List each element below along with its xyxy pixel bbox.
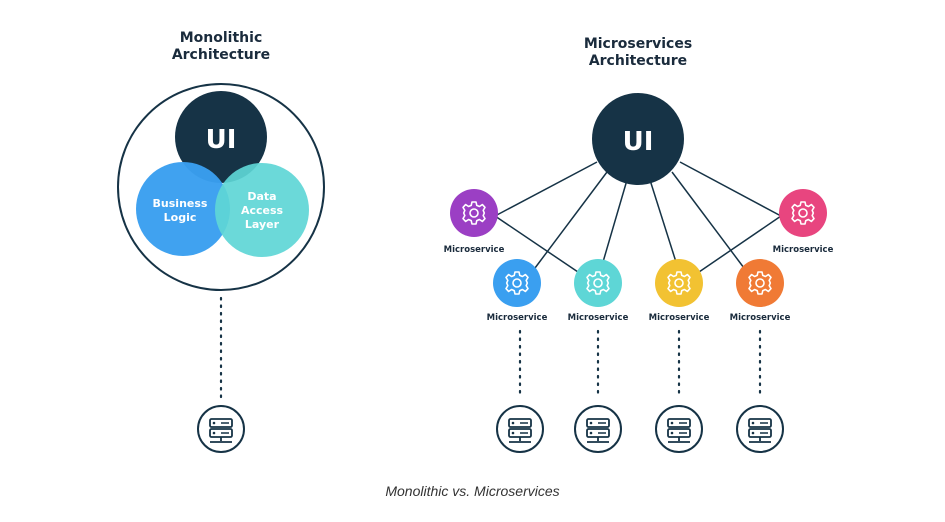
microservice-label-6: Microservice <box>730 313 791 323</box>
data-access-label-line2: Access <box>241 204 284 217</box>
micro-server-icon-4 <box>736 405 784 453</box>
data-access-label-line3: Layer <box>245 218 280 231</box>
data-access-label-line1: Data <box>247 190 276 203</box>
monolith-ui-circle <box>175 91 267 183</box>
microservice-node-1 <box>450 189 498 237</box>
micro-title-line2: Architecture <box>589 53 687 69</box>
microservice-node-3 <box>493 259 541 307</box>
microservice-node-5 <box>655 259 703 307</box>
microservice-node-4 <box>574 259 622 307</box>
micro-server-icon-3 <box>655 405 703 453</box>
microservice-label-2: Microservice <box>773 245 834 255</box>
micro-ui-circle <box>592 93 684 185</box>
microservice-node-6 <box>736 259 784 307</box>
micro-server-icon-2 <box>574 405 622 453</box>
figure-caption: Monolithic vs. Microservices <box>385 483 560 499</box>
microservice-label-3: Microservice <box>487 313 548 323</box>
monolith-boundary <box>117 83 325 291</box>
microservice-node-2 <box>779 189 827 237</box>
data-access-layer-circle <box>215 163 309 257</box>
microservice-label-1: Microservice <box>444 245 505 255</box>
monolith-title-line2: Architecture <box>172 47 270 63</box>
monolith-ui-label: UI <box>206 125 237 155</box>
micro-server-icon-1 <box>496 405 544 453</box>
microservice-label-5: Microservice <box>649 313 710 323</box>
micro-db-connectors <box>518 329 762 400</box>
business-logic-label-line1: Business <box>153 197 208 210</box>
micro-title-line1: Microservices <box>584 36 692 52</box>
micro-connectors <box>494 161 782 273</box>
monolith-title-line1: Monolithic <box>180 30 263 46</box>
monolith-server-icon <box>197 405 245 453</box>
business-logic-circle <box>136 162 230 256</box>
microservice-label-4: Microservice <box>568 313 629 323</box>
micro-ui-label: UI <box>623 127 654 157</box>
business-logic-label-line2: Logic <box>164 211 197 224</box>
